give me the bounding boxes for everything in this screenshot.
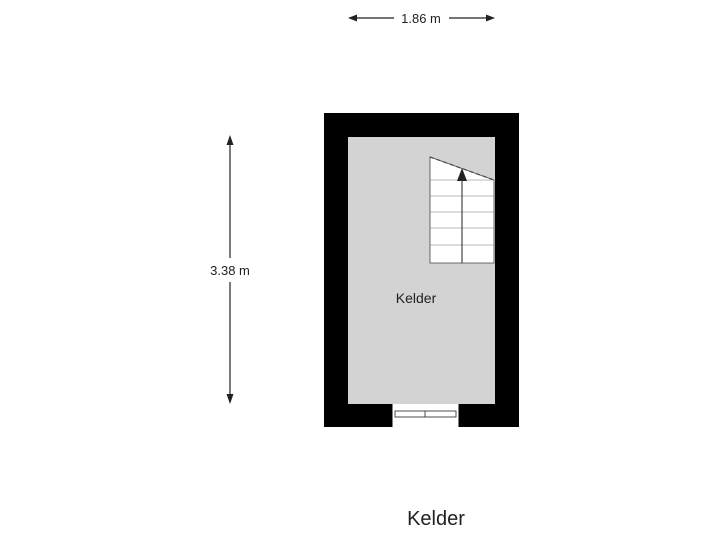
width-dimension: 1.86 m [348, 11, 495, 26]
arrow-down-icon [226, 394, 234, 404]
floor-title: Kelder [407, 508, 465, 530]
height-label: 3.38 m [210, 263, 250, 278]
room-label: Kelder [396, 290, 437, 306]
doorway [391, 404, 460, 427]
stair-direction-arrow-icon [457, 168, 467, 181]
height-dimension: 3.38 m [210, 135, 250, 404]
staircase [429, 156, 495, 264]
arrow-left-icon [348, 14, 357, 22]
arrow-up-icon [226, 135, 234, 145]
arrow-right-icon [486, 14, 495, 22]
width-label: 1.86 m [401, 11, 441, 26]
